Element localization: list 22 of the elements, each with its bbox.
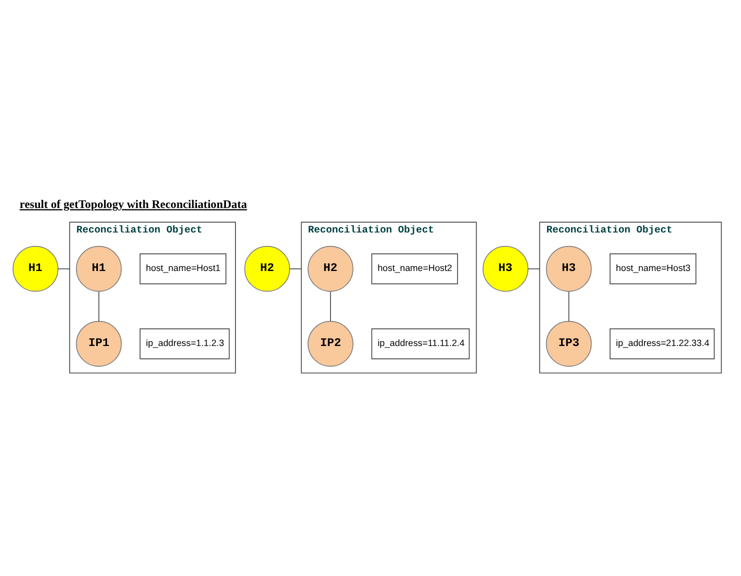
node-circle: IP3 [546, 320, 592, 367]
diagram-title: result of getTopology with ReconciliationData [20, 198, 247, 212]
connector [98, 291, 100, 322]
connector [58, 268, 70, 270]
connector [289, 268, 302, 270]
node-box: ip_address=1.1.2.3 [140, 328, 230, 360]
connector [330, 291, 331, 322]
connector [528, 268, 540, 270]
node-box: host_name=Host2 [371, 253, 458, 284]
node-circle: IP2 [308, 320, 354, 367]
node-circle: H2 [244, 246, 290, 292]
node-box: ip_address=11.11.2.4 [371, 328, 470, 360]
node-circle: IP1 [76, 320, 122, 367]
node-box: host_name=Host3 [610, 253, 696, 284]
node-circle: H3 [482, 246, 528, 292]
node-box: host_name=Host1 [140, 253, 226, 284]
connector [568, 291, 570, 322]
node-circle: H1 [12, 246, 58, 292]
node-circle: H1 [76, 246, 122, 292]
node-circle: H2 [308, 246, 354, 292]
node-circle: H3 [546, 246, 592, 292]
node-box: ip_address=21.22.33.4 [610, 328, 715, 360]
